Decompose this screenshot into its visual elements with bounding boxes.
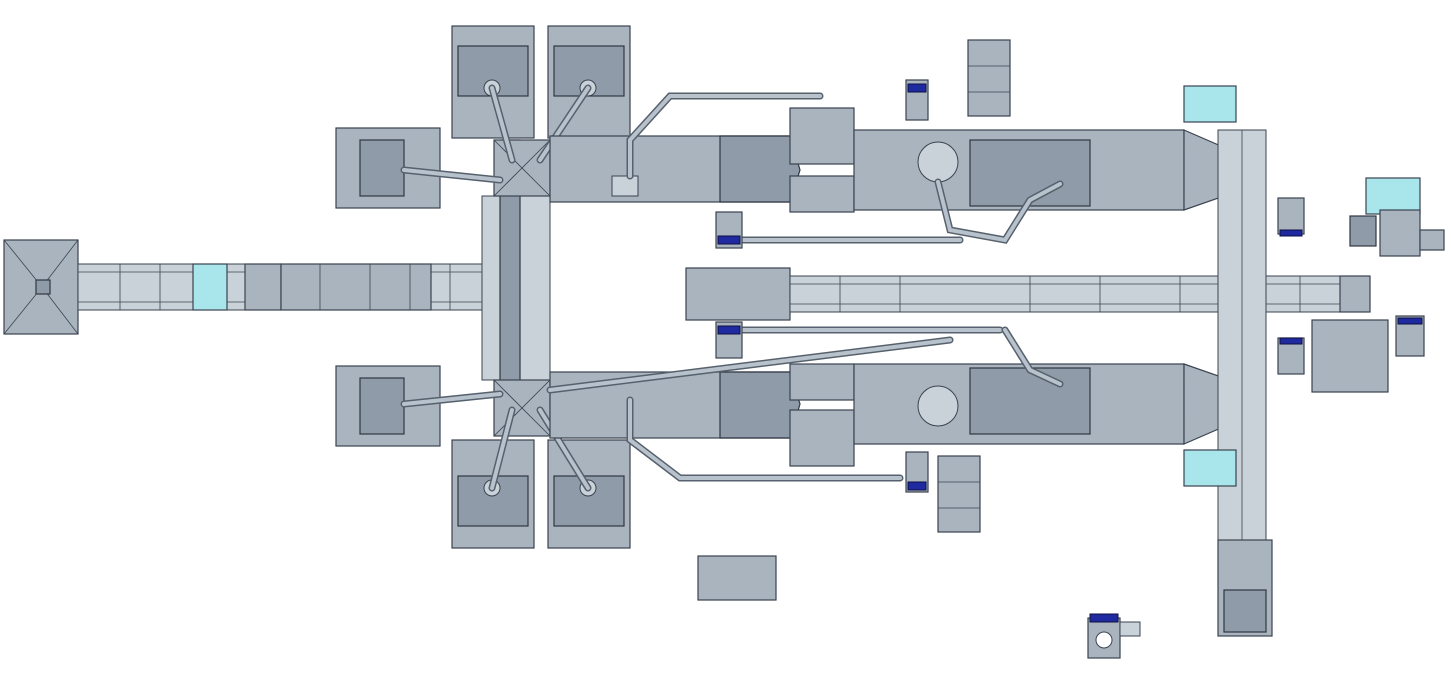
feed-hopper-left — [3, 239, 79, 335]
left-inlet-frame — [481, 139, 551, 437]
blower-unit-bottom — [1087, 613, 1141, 659]
central-conveyor — [685, 267, 1371, 321]
upper-bins — [335, 25, 631, 209]
main-belt-conveyor — [77, 263, 499, 311]
cyclone-fan-right — [1349, 177, 1445, 257]
vertical-elevator-right — [1183, 85, 1273, 637]
lower-process-line — [546, 326, 1004, 482]
upper-process-line — [549, 92, 964, 244]
motor-units — [715, 79, 1425, 493]
lower-bins — [335, 365, 631, 549]
bin-feed-pipes — [400, 84, 592, 492]
upper-dryer-drum — [853, 129, 1251, 244]
control-panel-box — [697, 39, 1389, 601]
